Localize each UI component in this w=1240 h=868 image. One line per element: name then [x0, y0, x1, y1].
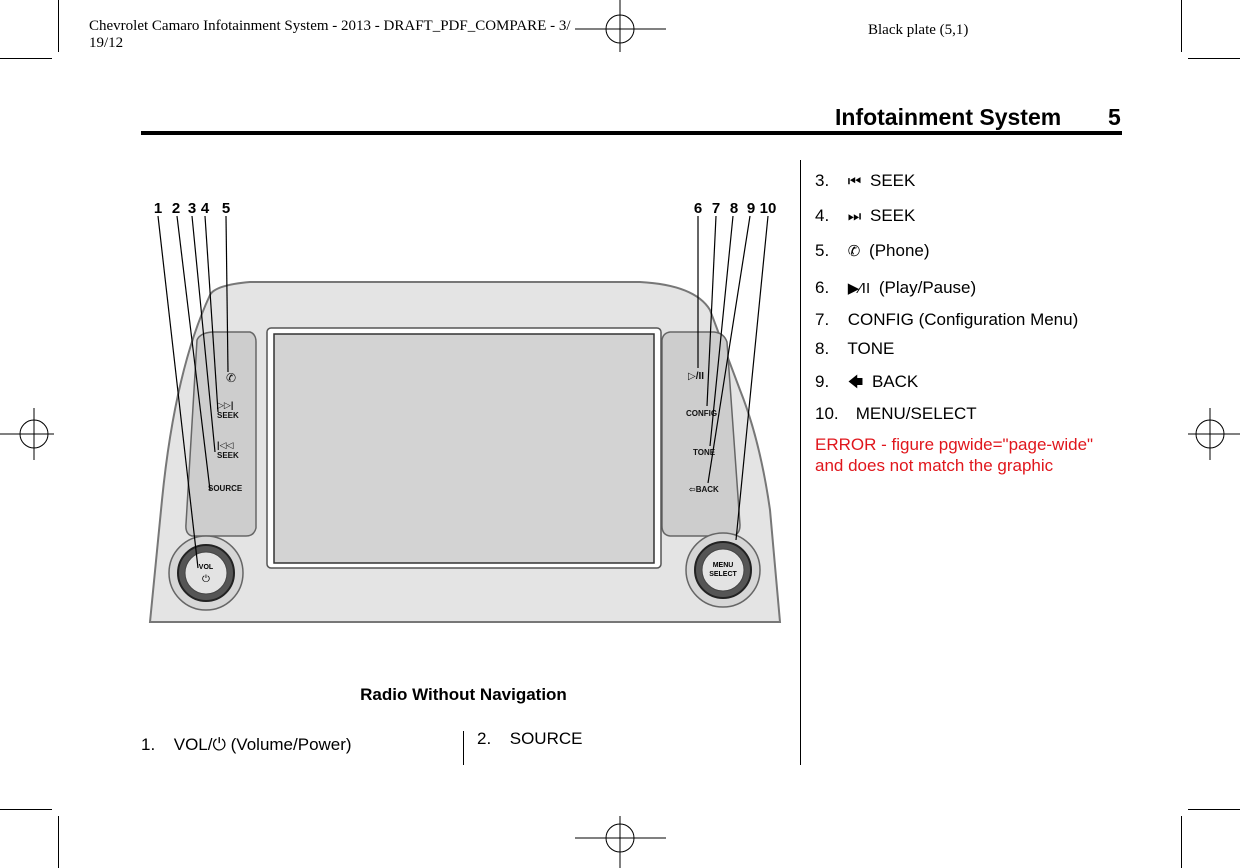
- figure-caption: Radio Without Navigation: [360, 685, 567, 704]
- item-number: 3.: [815, 171, 830, 190]
- item-number: 7.: [815, 310, 830, 329]
- item-text: TONE: [847, 339, 895, 358]
- seek-next-icon[interactable]: ▷▷|: [217, 400, 233, 410]
- item-text: SEEK: [869, 206, 916, 225]
- seek-prev-icon[interactable]: |◁◁: [217, 440, 233, 450]
- seek-prev-icon: ⏮: [847, 173, 862, 190]
- item-text: VOL/⏻ (Volume/Power): [173, 735, 352, 754]
- list-item: 9. 🡄 BACK: [815, 372, 918, 397]
- crop-mark: [1188, 809, 1240, 810]
- vol-power-knob[interactable]: VOL ⏻: [168, 535, 244, 611]
- knob-vol-label: VOL: [199, 564, 214, 571]
- header-rule: [141, 131, 1122, 135]
- display-screen[interactable]: [273, 333, 655, 564]
- document-info-line2: 19/12: [89, 35, 124, 51]
- item-text: MENU/SELECT: [855, 404, 977, 423]
- list-item: 1. VOL/⏻ (Volume/Power): [141, 735, 352, 755]
- callout-number: 9: [747, 200, 755, 217]
- seek-prev-label: SEEK: [217, 451, 239, 460]
- item-text: SEEK: [869, 171, 916, 190]
- callout-number: 1: [154, 200, 162, 217]
- callout-number: 5: [222, 200, 230, 217]
- callout-number: 4: [201, 200, 210, 217]
- item-number: 2.: [477, 729, 492, 748]
- phone-icon: ✆: [847, 243, 861, 260]
- item-number: 10.: [815, 404, 839, 423]
- error-note: ERROR - figure pgwide="page-wide" and do…: [815, 435, 1094, 475]
- left-control-panel: [185, 331, 257, 537]
- play-pause-button[interactable]: ▷/II: [688, 371, 704, 382]
- item-text: BACK: [871, 372, 919, 391]
- item-text: (Play/Pause): [878, 278, 977, 297]
- power-icon: ⏻: [202, 574, 210, 585]
- crop-mark: [0, 809, 52, 810]
- right-control-panel: [661, 331, 741, 537]
- section-title: Infotainment System: [835, 104, 1062, 130]
- back-button[interactable]: ⇦BACK: [689, 485, 719, 494]
- play-pause-icon: ▶⁄II: [847, 280, 871, 297]
- phone-icon[interactable]: ✆: [226, 371, 236, 385]
- menu-select-knob[interactable]: MENU SELECT: [685, 532, 761, 608]
- document-info-line1: Chevrolet Camaro Infotainment System - 2…: [89, 18, 571, 34]
- item-number: 4.: [815, 206, 830, 225]
- item-number: 5.: [815, 241, 830, 260]
- crop-mark: [58, 816, 59, 868]
- item-number: 8.: [815, 339, 830, 358]
- item-number: 6.: [815, 278, 830, 297]
- seek-next-icon: ⏭: [847, 208, 862, 225]
- callout-number: 3: [188, 200, 196, 217]
- callout-number: 2: [172, 200, 180, 217]
- crop-mark: [0, 58, 52, 59]
- knob-select-label: SELECT: [709, 571, 737, 578]
- column-divider: [800, 160, 801, 765]
- page-number: 5: [1108, 104, 1121, 130]
- document-info: Chevrolet Camaro Infotainment System - 2…: [89, 18, 629, 52]
- source-button[interactable]: SOURCE: [208, 484, 243, 493]
- item-text: (Phone): [869, 241, 930, 260]
- list-item: 8. TONE: [815, 339, 894, 359]
- list-item: 7. CONFIG (Configuration Menu): [815, 310, 1078, 330]
- callout-number: 8: [730, 200, 738, 217]
- list-item: 10. MENU/SELECT: [815, 404, 977, 424]
- crop-mark: [1181, 816, 1182, 868]
- column-divider: [463, 731, 464, 765]
- plate-label: Black plate (5,1): [868, 22, 969, 38]
- list-item: 3. ⏮ SEEK: [815, 171, 915, 191]
- tone-button[interactable]: TONE: [693, 448, 716, 457]
- item-text: CONFIG (Configuration Menu): [847, 310, 1079, 329]
- back-arrow-icon: 🡄: [847, 374, 864, 391]
- callout-number: 7: [712, 200, 720, 217]
- list-item: 4. ⏭ SEEK: [815, 206, 915, 226]
- callout-number: 6: [694, 200, 702, 217]
- crop-mark: [1188, 58, 1240, 59]
- list-item: 5. ✆ (Phone): [815, 241, 930, 261]
- list-item: 6. ▶⁄II (Play/Pause): [815, 278, 976, 298]
- crop-mark: [1181, 0, 1182, 52]
- crop-mark: [58, 0, 59, 52]
- radio-figure: VOL ⏻ MENU SELECT ✆ ▷▷| SEEK |◁◁ SEEK SO…: [148, 200, 782, 623]
- item-number: 9.: [815, 372, 830, 391]
- knob-menu-label: MENU: [713, 562, 734, 569]
- item-text: SOURCE: [509, 729, 583, 748]
- item-number: 1.: [141, 735, 156, 754]
- callout-number: 10: [760, 200, 777, 217]
- list-item: 2. SOURCE: [477, 729, 582, 749]
- config-button[interactable]: CONFIG: [686, 409, 717, 418]
- seek-next-label: SEEK: [217, 411, 239, 420]
